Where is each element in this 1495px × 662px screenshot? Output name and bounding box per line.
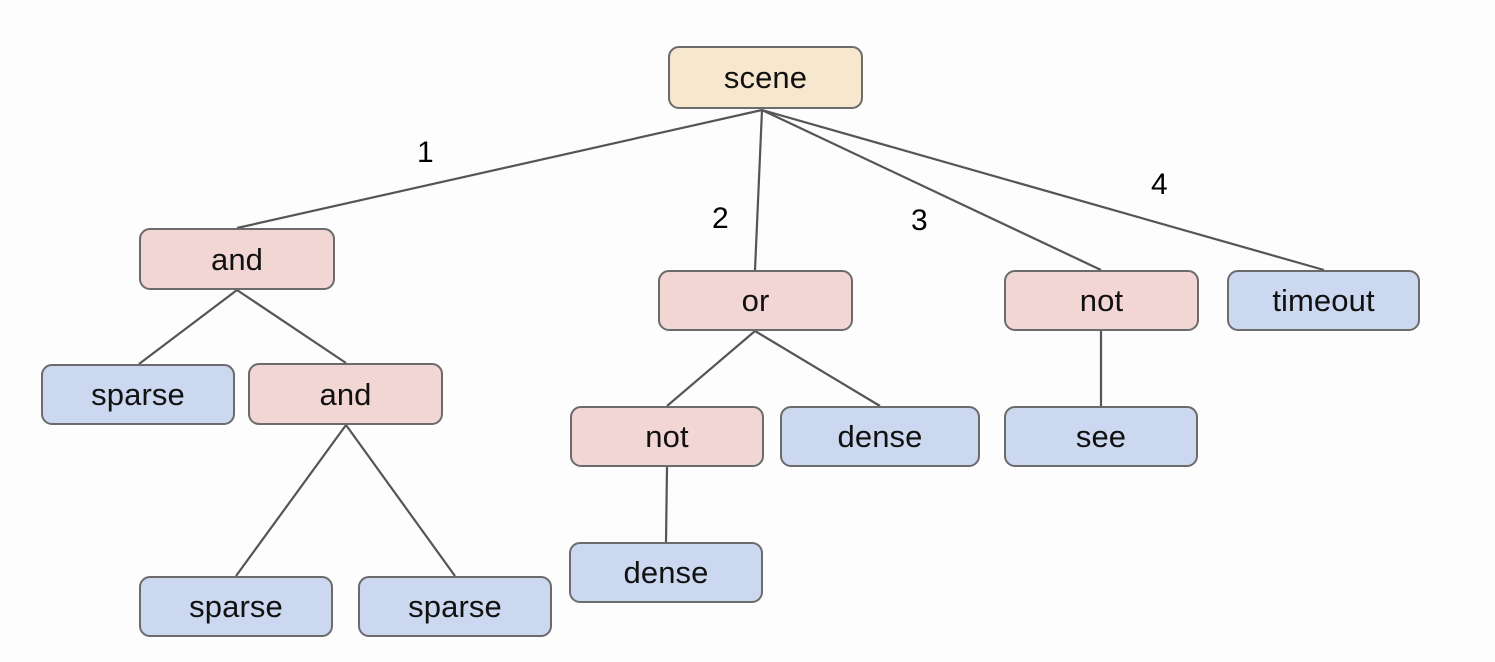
tree-node-timeout1[interactable]: timeout xyxy=(1227,270,1420,331)
tree-edge xyxy=(753,109,764,271)
tree-node-and2[interactable]: and xyxy=(248,363,443,425)
tree-edge xyxy=(761,109,1102,271)
tree-edge xyxy=(754,330,881,407)
tree-node-sparse3[interactable]: sparse xyxy=(358,576,552,637)
tree-node-not2[interactable]: not xyxy=(570,406,764,467)
tree-node-sparse2[interactable]: sparse xyxy=(139,576,333,637)
tree-edge xyxy=(761,108,1325,272)
tree-node-not1[interactable]: not xyxy=(1004,270,1199,331)
tree-node-dense1[interactable]: dense xyxy=(780,406,980,467)
edge-label: 2 xyxy=(712,202,729,235)
tree-edge xyxy=(236,289,347,364)
tree-edge xyxy=(666,330,756,407)
tree-edge xyxy=(138,289,238,365)
tree-edge xyxy=(236,108,763,230)
tree-node-dense2[interactable]: dense xyxy=(569,542,763,603)
edge-label: 4 xyxy=(1151,168,1168,201)
edge-label: 3 xyxy=(911,204,928,237)
edge-label: 1 xyxy=(417,136,434,169)
tree-node-and1[interactable]: and xyxy=(139,228,335,290)
tree-node-scene[interactable]: scene xyxy=(668,46,863,109)
tree-edge xyxy=(235,424,347,577)
tree-node-or1[interactable]: or xyxy=(658,270,853,331)
tree-edge xyxy=(345,424,456,577)
tree-edge xyxy=(664,466,669,543)
tree-node-sparse1[interactable]: sparse xyxy=(41,364,235,425)
tree-node-see1[interactable]: see xyxy=(1004,406,1198,467)
